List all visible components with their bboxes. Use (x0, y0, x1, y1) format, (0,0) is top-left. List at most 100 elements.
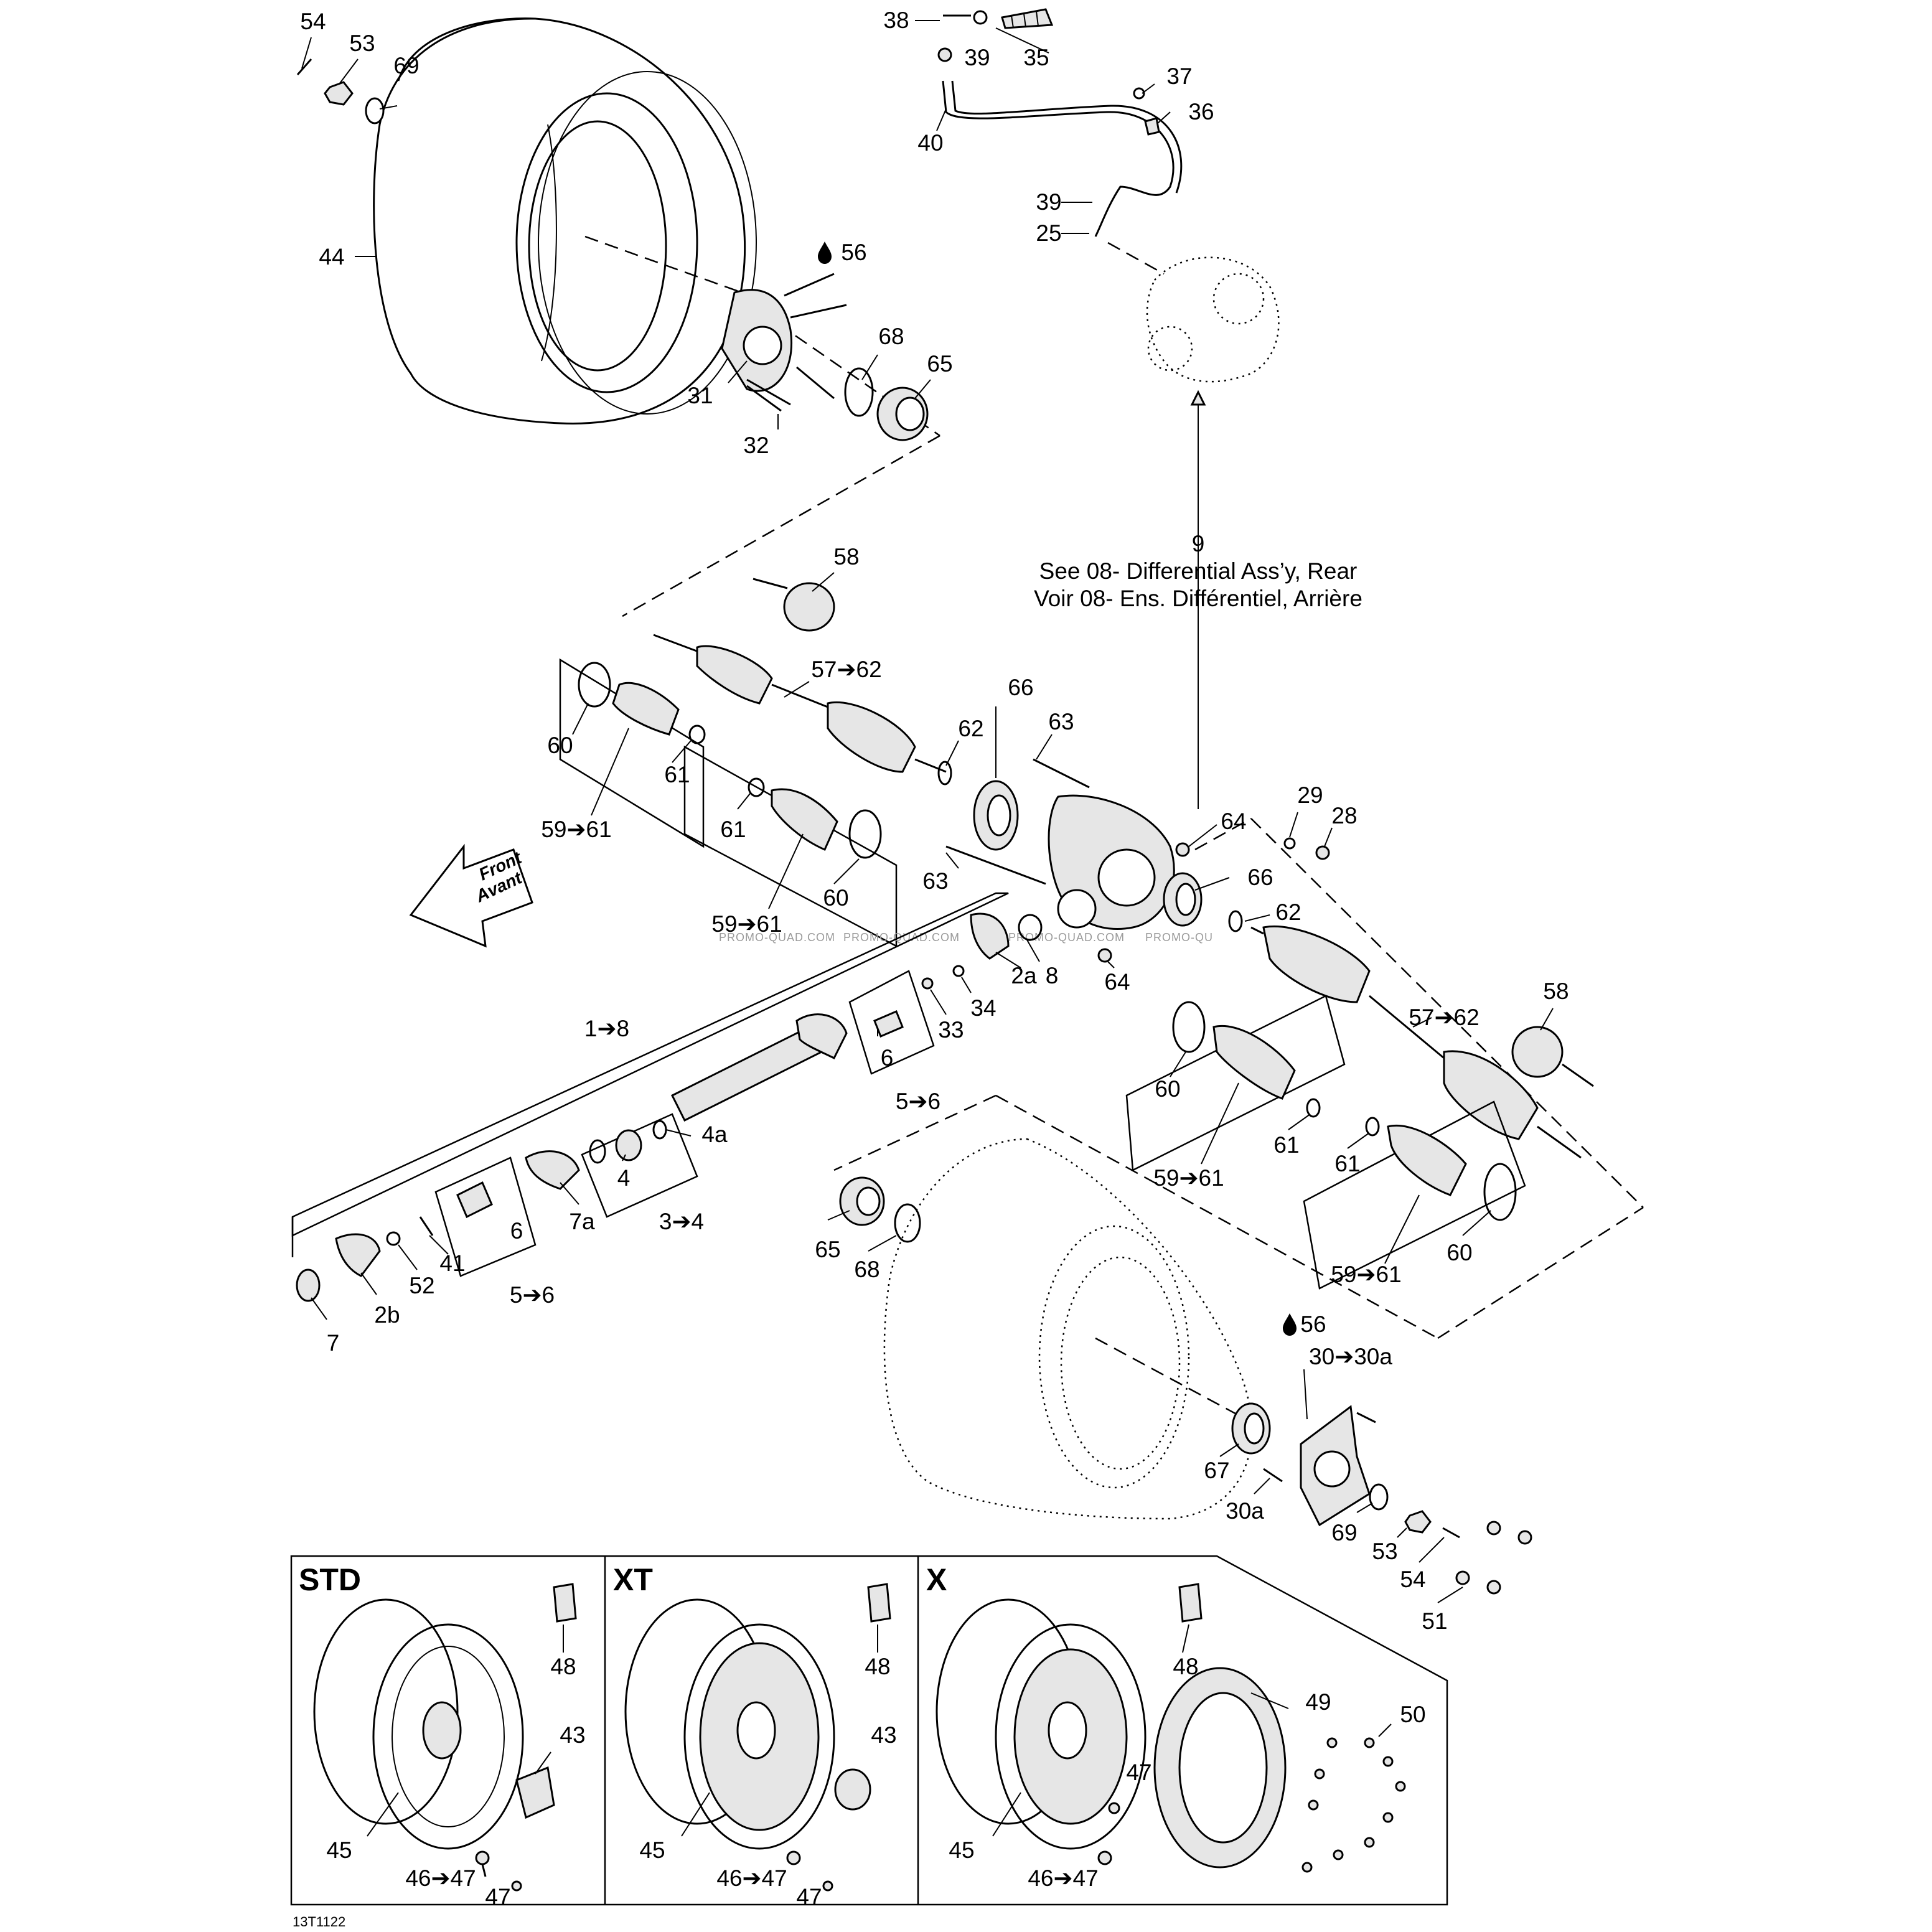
valve-46-xt (786, 1850, 801, 1865)
callout-43-xt: 43 (871, 1722, 896, 1748)
diagram-id: 13T1122 (293, 1914, 345, 1930)
callout-6: 6 (881, 1045, 894, 1071)
note-line-en: See 08- Differential Ass’y, Rear (1039, 558, 1358, 584)
watermark-4: PROMO-QU (1145, 931, 1213, 944)
callout-47-xt: 47 (796, 1884, 822, 1910)
cv-joint-58-upper (753, 578, 835, 632)
seal-66-lower (1163, 872, 1203, 927)
studs-30a (1263, 1412, 1376, 1483)
note-line-fr: Voir 08- Ens. Différentiel, Arrière (1034, 586, 1362, 611)
bolts-50 (1301, 1737, 1406, 1873)
differential-lower (1048, 794, 1175, 930)
kit-box-3-4 (581, 1113, 698, 1218)
callout-58: 58 (833, 544, 859, 570)
callout-35: 35 (1023, 45, 1049, 70)
callout-8: 8 (1046, 963, 1059, 988)
nut-53-lower (1404, 1510, 1432, 1534)
kit-box-59-61-lower-right (1303, 1100, 1526, 1290)
boot-59-lower-right (1365, 1117, 1517, 1221)
wheel-std (313, 1598, 524, 1850)
callout-57-62b: 57➔62 (1409, 1005, 1479, 1030)
callout-45-std: 45 (326, 1837, 352, 1863)
wheel-nuts-51 (1455, 1521, 1532, 1595)
boot-35 (1001, 8, 1054, 29)
rear-tire-lower (883, 1138, 1253, 1520)
callout-66: 66 (1008, 675, 1033, 700)
callout-46-47-xt: 46➔47 (716, 1865, 787, 1891)
callout-48-xt: 48 (865, 1654, 890, 1679)
callout-7a: 7a (569, 1209, 595, 1234)
nut-53 (324, 81, 354, 106)
callout-62b: 62 (1275, 899, 1301, 925)
cv-joint-58-lower (1511, 1026, 1594, 1087)
cotter-pin-54 (296, 59, 312, 75)
callout-5-6b: 5➔6 (510, 1282, 555, 1308)
weight-48-x (1178, 1583, 1203, 1623)
callout-34: 34 (970, 995, 996, 1021)
callout-4a: 4a (701, 1122, 728, 1147)
callout-43-std: 43 (560, 1722, 585, 1748)
callout-56b: 56 (1300, 1311, 1326, 1337)
weight-48-std (553, 1583, 577, 1623)
cross-6-lower (456, 1181, 493, 1219)
callout-61b: 61 (720, 817, 746, 842)
yoke-7a (525, 1150, 580, 1190)
part-33 (921, 977, 934, 990)
wheel-xt (624, 1598, 835, 1850)
boot-59-upper-left (578, 662, 706, 744)
nut-64-lower (1097, 948, 1112, 963)
callout-62: 62 (958, 716, 983, 741)
valve-core-47-xt (822, 1880, 833, 1892)
callout-5-6: 5➔6 (896, 1089, 940, 1114)
callout-32: 32 (743, 433, 769, 458)
callout-67: 67 (1204, 1458, 1229, 1483)
callout-61d: 61 (1334, 1151, 1360, 1176)
callout-2a: 2a (1011, 963, 1037, 988)
callout-30-30a: 30➔30a (1309, 1344, 1392, 1369)
circlip-68 (844, 367, 874, 417)
callout-53b: 53 (1372, 1539, 1397, 1564)
note-number: 9 (1192, 531, 1205, 556)
callout-7: 7 (327, 1330, 340, 1356)
callout-29: 29 (1297, 782, 1323, 808)
callout-66b: 66 (1247, 865, 1273, 890)
valve-47-x (1097, 1802, 1120, 1865)
callout-30a: 30a (1226, 1498, 1264, 1524)
bolt-41 (419, 1216, 434, 1236)
callout-47-x: 47 (1126, 1760, 1151, 1785)
valve-46-std (475, 1850, 490, 1877)
callout-45-x: 45 (949, 1837, 974, 1863)
callout-59-61: 59➔61 (541, 817, 611, 842)
seal-7 (296, 1268, 321, 1302)
clamp-39 (937, 47, 952, 62)
propeller-shaft-1 (670, 1013, 848, 1122)
callout-4: 4 (617, 1165, 631, 1191)
callout-69b: 69 (1331, 1520, 1357, 1545)
callout-6b: 6 (510, 1218, 523, 1244)
callout-52: 52 (409, 1273, 434, 1298)
part-34 (952, 965, 965, 977)
callout-61c: 61 (1273, 1132, 1299, 1158)
callout-63b: 63 (922, 868, 948, 894)
yoke-2a (970, 912, 1010, 960)
callout-60d: 60 (1447, 1240, 1472, 1265)
cross-6-upper (873, 1010, 904, 1038)
clamp-36-37 (1133, 87, 1160, 136)
callout-48-std: 48 (550, 1654, 576, 1679)
callout-45-xt: 45 (639, 1837, 665, 1863)
cotter-pin-54-lower (1442, 1527, 1460, 1539)
variants-frame (290, 1555, 1448, 1906)
callout-41: 41 (439, 1250, 465, 1276)
callout-59-61c: 59➔61 (1153, 1165, 1224, 1191)
oil-drop-icon-2 (1283, 1313, 1297, 1336)
callout-2b: 2b (374, 1302, 400, 1328)
kit-box-59-61-lower-left (1125, 995, 1346, 1171)
callout-39: 39 (964, 45, 990, 70)
breather-hose-40 (942, 80, 1183, 237)
seal-67 (1231, 1402, 1271, 1455)
knuckle-31 (721, 273, 847, 406)
variant-xt-label: XT (613, 1562, 653, 1597)
front-direction-arrow: Front Avant (409, 843, 533, 948)
nut-64-upper (1175, 842, 1190, 857)
bearing-65-lower (839, 1176, 885, 1226)
